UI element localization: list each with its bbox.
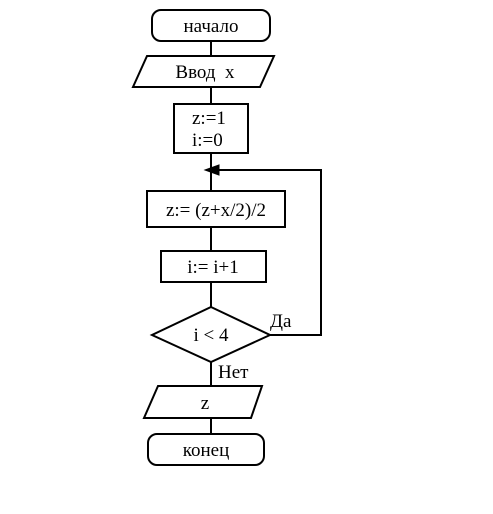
- decision-diamond: [149, 305, 273, 364]
- start-label: начало: [184, 16, 239, 37]
- no-label: Нет: [218, 362, 249, 383]
- calc-z-label: z:= (z+x/2)/2: [166, 200, 266, 221]
- loop-back-line: [214, 169, 322, 336]
- end-label: конец: [183, 440, 230, 461]
- yes-label: Да: [270, 311, 292, 332]
- condition-label: i < 4: [194, 325, 229, 346]
- end-terminator: [147, 433, 265, 466]
- output-label: z: [201, 393, 209, 414]
- calc-z-box: [146, 190, 286, 228]
- output-parallelogram: [142, 385, 264, 419]
- input-label: Ввод x: [175, 62, 235, 83]
- start-terminator: [151, 9, 271, 42]
- init-i-label: i:=0: [192, 130, 223, 151]
- loop-arrowhead: [203, 164, 220, 176]
- increment-i-box: [160, 250, 267, 283]
- init-z-label: z:=1: [192, 108, 226, 129]
- input-parallelogram: [131, 55, 276, 88]
- init-process-box: [173, 103, 249, 154]
- increment-i-label: i:= i+1: [187, 257, 239, 278]
